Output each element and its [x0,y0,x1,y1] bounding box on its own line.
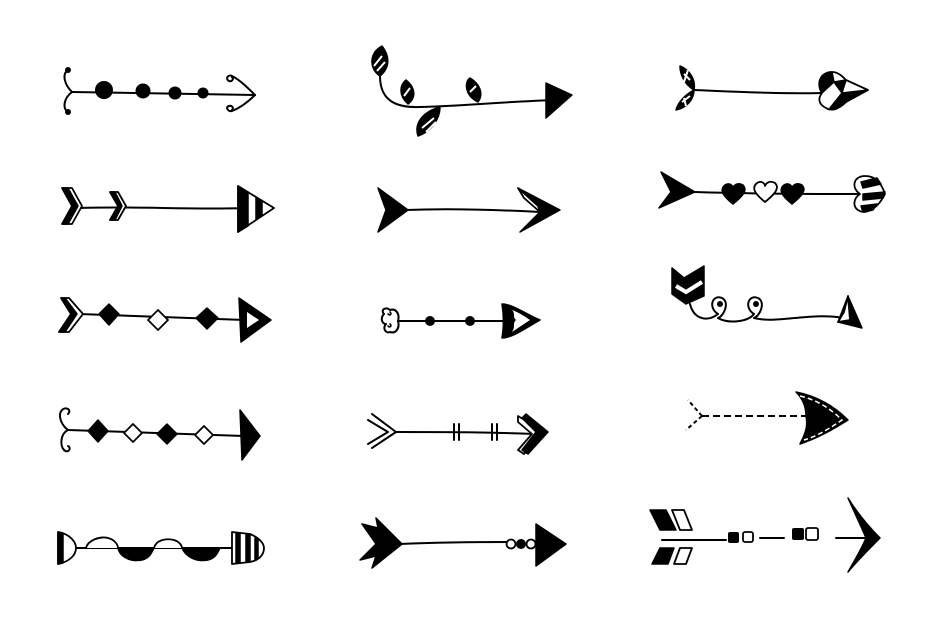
checkered-leaf-icon [675,89,695,111]
cloud-tail-icon [380,307,400,334]
diamond-outline-icon [147,309,169,331]
leaf-icon [371,45,389,77]
loop-line-icon [689,296,845,323]
square-outline-icon [805,527,819,541]
triangle-head-icon [239,409,261,461]
square-filled-icon [792,528,804,540]
chevron-fletch-icon [109,191,127,221]
arrow-solid-fletch: Solid fletch arrow with split head [372,180,572,240]
chevron-fletch-icon [61,187,83,225]
leaf-icon [400,79,415,105]
fletch-outline-icon [671,509,693,531]
heart-filled-icon [721,183,746,205]
diamond-filled-icon [87,419,109,443]
tick-band-icon [491,423,498,441]
arrow-cloud-tail: Cloud-tail arrow with wavy head [378,296,548,346]
striped-heart-head-icon [853,175,886,213]
diamond-filled-icon [98,303,120,326]
bead-outline-icon [505,538,517,550]
striped-half-disc-tail-icon [57,531,77,565]
curl-tail-icon [63,69,73,93]
stitched-head-icon [795,391,849,445]
dot-icon [135,83,151,99]
shaft-icon [693,89,823,95]
arrow-heart-head: Leaf-fletched arrow with heart head [672,60,872,120]
tick-band-icon [453,423,460,441]
double-v-tail-icon [367,413,397,449]
solid-fletch-icon [658,171,696,209]
arrow-bold-fletch-beads: Bold fletch arrow with beads [356,514,572,572]
wave-bump-icon [85,536,119,549]
arrow-chevron-striped: Chevron fletching arrow with striped hea… [58,178,278,238]
arrow-double-line: Double-line chevron arrow [366,410,556,460]
diamond-outline-icon [194,425,214,445]
spiky-fletch-icon [359,517,403,569]
square-outline-icon [742,531,754,543]
fletch-filled-icon [651,547,675,565]
diamond-filled-icon [156,423,178,445]
leaf-icon [416,106,441,137]
vine-stem-icon [379,75,556,109]
fletch-outline-icon [673,547,693,565]
striped-bullet-head-icon [231,531,265,565]
shaft-icon [395,431,535,435]
curl-head-icon [226,74,256,96]
diamond-outline-icon [123,423,143,443]
striped-triangle-head-icon [237,185,275,233]
arrow-diamonds: Diamond beads arrow [55,290,280,350]
arrow-loops: Loop-de-loop arrow [668,262,868,334]
striped-chevron-tail-icon [58,297,84,333]
arrow-vine-leaves: Vine arrow with leaves [360,40,590,150]
dot-icon [95,81,113,99]
wave-bump-icon [153,538,183,549]
dot-icon [425,316,435,326]
shaft-icon [79,206,249,210]
solid-fletch-icon [377,187,409,233]
arrow-curly-dots: Curly-tail arrow with graduated dots [60,60,260,120]
arrow-square-beads: Square beads arrow [648,494,888,574]
wave-bump-icon [117,547,155,562]
dot-icon [465,316,475,326]
leaf-icon [465,77,482,103]
square-filled-icon [728,532,739,543]
striped-chevron-tail-icon [671,265,705,305]
arrow-curly-diamonds: Curly-tail diamond arrow [54,402,274,464]
triangle-head-icon [837,295,863,329]
bead-filled-icon [516,539,526,549]
arrow-hearts: Hearts arrow [655,168,890,228]
scalloped-head-icon [501,303,541,339]
heart-outline-icon [753,180,778,203]
chevron-head-icon [517,413,549,455]
wave-bump-icon [181,547,221,562]
split-heart-head-icon [818,71,869,111]
arrow-wave-striped: Wave arrow with striped ends [54,528,268,568]
dashed-tail-icon [685,399,703,431]
curl-tail-icon [59,407,71,431]
shaft-icon [405,208,541,213]
triangle-head-icon [535,523,567,567]
checkered-leaf-icon [679,65,696,91]
fletch-filled-icon [649,509,677,531]
dot-icon [197,87,209,99]
hollow-triangle-head-icon [238,297,272,343]
shaft-icon [694,191,861,195]
dot-icon [168,86,182,100]
bead-outline-icon [525,538,537,550]
triangle-head-icon [545,82,573,119]
shaft-icon [399,541,511,545]
open-v-head-icon [847,497,881,573]
arrow-dashed-stitched: Dashed stitched arrow [682,388,862,450]
heart-filled-icon [780,183,805,205]
split-arrowhead-icon [517,187,561,233]
diamond-filled-icon [195,307,219,330]
